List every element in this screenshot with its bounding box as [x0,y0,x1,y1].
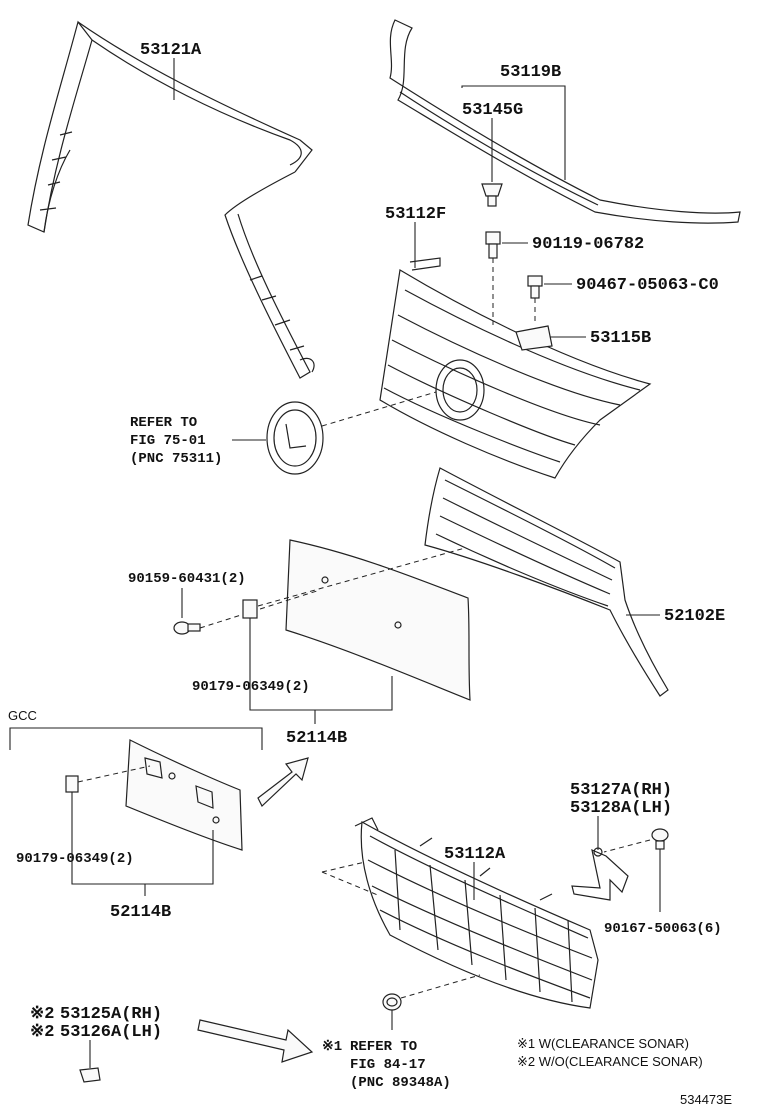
part-53127A-bracket [571,847,629,901]
label-53119B: 53119B [500,63,561,82]
mark2-b: ※2 [30,1023,54,1042]
mark1: ※1 [322,1039,342,1055]
dash-grille-2 [321,871,381,897]
label-52114Ba: 52114B [286,729,347,748]
refer2-line3: (PNC 89348A) [350,1075,451,1091]
nut-90179-gcc [65,775,79,793]
bolt-90119 [485,231,501,259]
label-53127A: 53127A(RH) [570,781,672,800]
label-53145G: 53145G [462,101,523,120]
gcc-bracket-line [9,727,263,750]
refer1-line2: FIG 75-01 [130,433,206,449]
part-53115B [515,325,553,351]
part-52114B-bracket-gcc [125,739,243,851]
figure-id: 534473E [680,1092,732,1107]
part-52102E-bumper [424,467,669,697]
screw-90467 [527,275,543,299]
part-53112F-grille [379,257,652,479]
refer2-line2: FIG 84-17 [350,1057,426,1073]
label-52102E: 52102E [664,607,725,626]
part-53112A-grille [354,817,599,1009]
nut-90179-upper [242,599,258,619]
label-53121A: 53121A [140,41,202,60]
dash-90167 [603,839,651,853]
label-90119: 90119-06782 [532,235,644,254]
label-53115B: 53115B [590,329,651,348]
label-53128A: 53128A(LH) [570,799,672,818]
leader-90179a [249,618,393,711]
part-53121A-molding [27,20,315,379]
dash-grille-1 [321,861,366,873]
label-90179b: 90179-06349(2) [16,851,134,867]
screw-90167 [651,828,669,850]
clip-53145G [481,183,503,207]
refer2-line1: REFER TO [350,1039,417,1055]
label-90467: 90467-05063-C0 [576,276,719,295]
dash-gcc [77,765,151,783]
label-53112F: 53112F [385,205,446,224]
arrow-plug [197,1019,314,1063]
leader-53119B [461,85,566,180]
label-53125A: 53125A(RH) [60,1005,162,1024]
leader-90179b [71,792,214,885]
label-90159: 90159-60431(2) [128,571,246,587]
plug-53125A [79,1067,101,1083]
note-1: ※1 W(CLEARANCE SONAR) [517,1036,689,1051]
label-90167: 90167-50063(6) [604,921,722,937]
note-2: ※2 W/O(CLEARANCE SONAR) [517,1054,703,1069]
refer1-line3: (PNC 75311) [130,451,222,467]
label-53112A: 53112A [444,845,506,864]
label-gcc: GCC [8,708,37,723]
label-90179a: 90179-06349(2) [192,679,310,695]
emblem [266,401,324,475]
part-52114B-bracket-upper [285,539,471,701]
arrow-gcc [257,757,309,807]
sonar-ring [382,993,402,1011]
part-53119B-strip [389,19,741,224]
mark2-a: ※2 [30,1005,54,1024]
bolt-90159 [173,621,201,635]
dash-sonar [400,974,481,999]
refer1-line1: REFER TO [130,415,197,431]
dash-90159 [199,589,321,629]
label-53126A: 53126A(LH) [60,1023,162,1042]
dash-emblem [321,391,437,427]
label-52114Bb: 52114B [110,903,171,922]
